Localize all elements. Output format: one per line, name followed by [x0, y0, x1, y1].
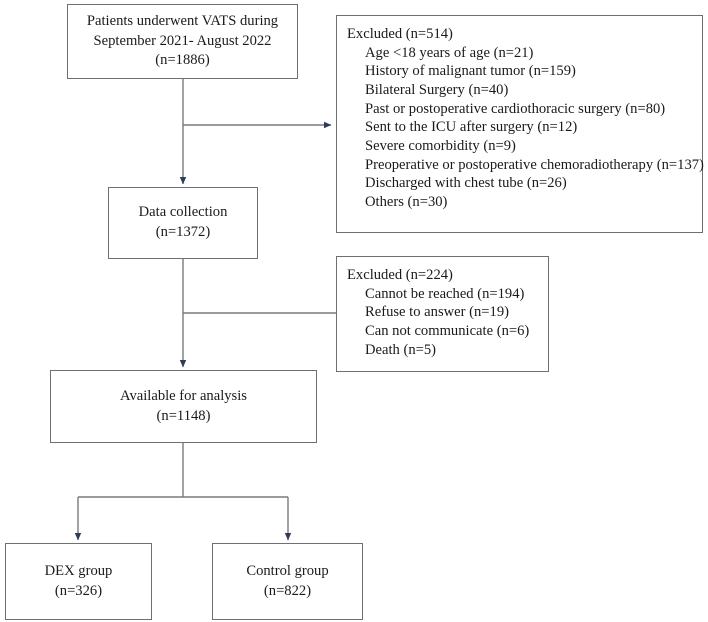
- dex-group-line-2: (n=326): [54, 582, 103, 599]
- available-for-analysis-box: Available for analysis (n=1148): [50, 370, 317, 443]
- enrollment-line-2: September 2021- August 2022: [93, 32, 272, 49]
- excluded-1-item: History of malignant tumor (n=159): [365, 63, 576, 80]
- data-collection-line-2: (n=1372): [155, 224, 211, 240]
- control-group-box: Control group (n=822): [212, 543, 363, 620]
- enrollment-line-3: (n=1886): [155, 52, 210, 69]
- excluded-2-item: Can not communicate (n=6): [365, 323, 530, 340]
- excluded-box-2: Excluded (n=224) Cannot be reached (n=19…: [336, 256, 549, 372]
- available-line-2: (n=1148): [156, 407, 211, 424]
- excluded-2-item: Cannot be reached (n=194): [365, 285, 525, 302]
- excluded-1-item: Age <18 years of age (n=21): [365, 44, 534, 61]
- excluded-1-item: Others (n=30): [365, 194, 448, 211]
- available-line-1: Available for analysis: [120, 387, 247, 404]
- excluded-2-header: Excluded (n=224): [347, 267, 453, 283]
- enrollment-line-1: Patients underwent VATS during: [86, 13, 279, 30]
- excluded-1-item: Preoperative or postoperative chemoradio…: [365, 156, 704, 173]
- data-collection-line-1: Data collection: [138, 204, 228, 221]
- excluded-1-item: Severe comorbidity (n=9): [365, 138, 516, 155]
- excluded-1-item: Discharged with chest tube (n=26): [365, 175, 567, 192]
- enrollment-box: Patients underwent VATS during September…: [67, 4, 298, 79]
- excluded-1-header: Excluded (n=514): [347, 26, 453, 42]
- dex-group-line-1: DEX group: [44, 562, 113, 579]
- excluded-2-item: Death (n=5): [365, 341, 437, 358]
- control-group-line-1: Control group: [246, 562, 329, 579]
- excluded-2-item: Refuse to answer (n=19): [365, 304, 509, 321]
- data-collection-box: Data collection (n=1372): [108, 187, 258, 259]
- excluded-1-item: Bilateral Surgery (n=40): [365, 82, 509, 99]
- dex-group-box: DEX group (n=326): [5, 543, 152, 620]
- control-group-line-2: (n=822): [263, 582, 312, 599]
- excluded-1-item: Past or postoperative cardiothoracic sur…: [365, 100, 666, 117]
- excluded-1-item: Sent to the ICU after surgery (n=12): [365, 119, 578, 136]
- excluded-box-1: Excluded (n=514) Age <18 years of age (n…: [336, 15, 704, 233]
